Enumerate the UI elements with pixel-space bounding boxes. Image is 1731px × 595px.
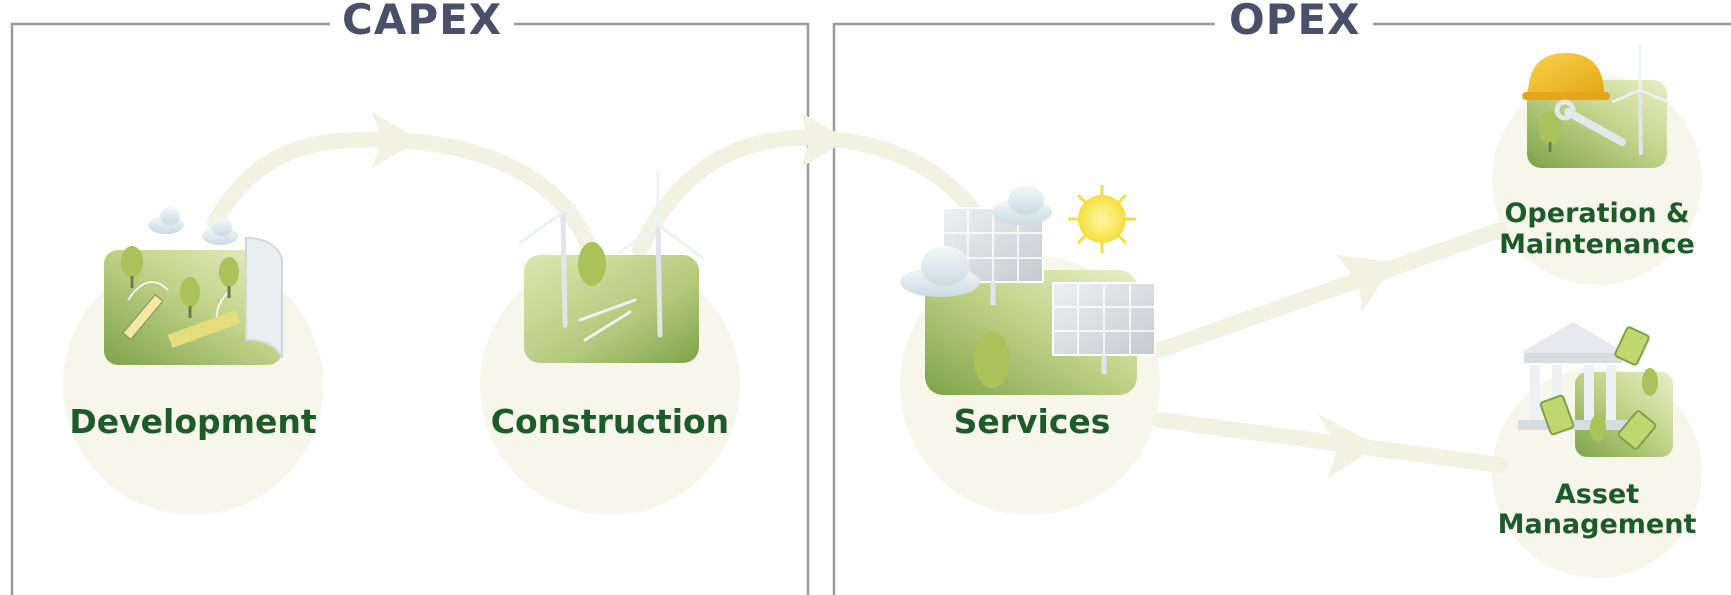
sun-icon <box>1068 185 1136 253</box>
solar-panels-sun-icon <box>900 185 1156 395</box>
capex-frame <box>10 22 810 595</box>
operation-label-line1: Operation & <box>1504 198 1690 229</box>
operation-label-line2: Maintenance <box>1499 229 1695 260</box>
opex-frame <box>832 22 1731 595</box>
hardhat-wrench-turbine-icon <box>1522 45 1669 168</box>
construction-label: Construction <box>490 402 730 441</box>
bank-money-icon <box>1518 322 1673 457</box>
blueprint-pencil-ruler-icon <box>104 207 283 365</box>
capex-title: CAPEX <box>330 0 515 46</box>
cloud-icon <box>900 185 1052 297</box>
arrow-services-to-asset <box>1152 412 1508 473</box>
asset-management-label: Asset Management <box>1462 481 1731 538</box>
opex-title: OPEX <box>1217 0 1373 46</box>
asset-label-line1: Asset <box>1554 479 1640 510</box>
wind-turbine-construction-icon <box>518 170 705 363</box>
arrow-services-to-operation <box>1152 222 1508 358</box>
arrow-heads <box>372 112 1395 478</box>
services-label: Services <box>953 402 1111 441</box>
development-label: Development <box>69 402 317 441</box>
operation-maintenance-label: Operation & Maintenance <box>1462 200 1731 258</box>
flow-arrows <box>207 129 1508 473</box>
asset-label-line2: Management <box>1497 509 1697 540</box>
